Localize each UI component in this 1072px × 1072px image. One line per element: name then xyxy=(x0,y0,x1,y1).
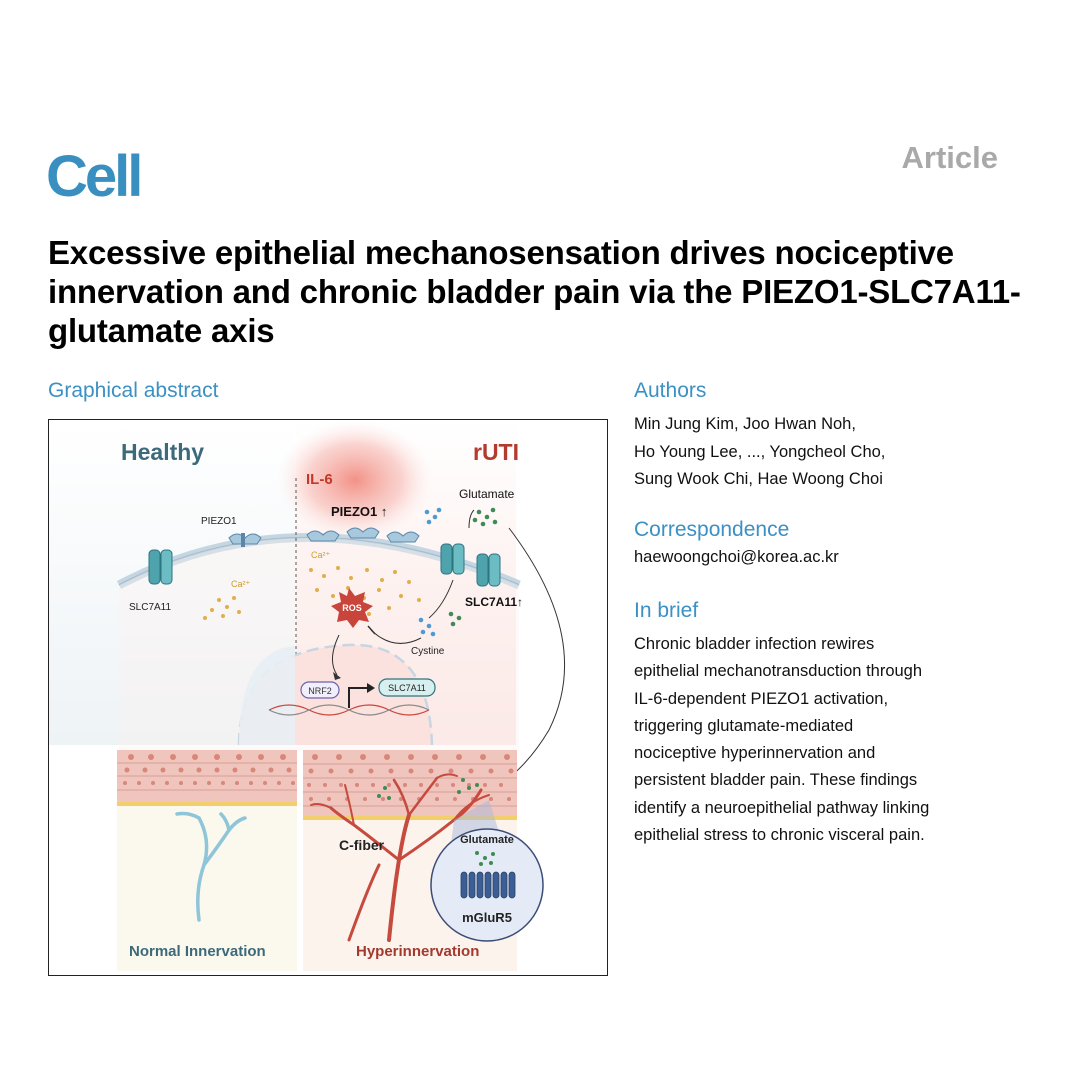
dna-strand xyxy=(268,704,430,716)
svg-text:SLC7A11: SLC7A11 xyxy=(388,683,426,693)
graphical-abstract-svg: Healthy rUTI IL-6 PIEZO1 SLC7A11 Ca²⁺ PI… xyxy=(49,420,565,971)
article-type-label: Article xyxy=(901,140,998,175)
cystine-dots-bottom xyxy=(418,617,436,637)
in-brief-line: Chronic bladder infection rewires xyxy=(634,635,875,653)
piezo1-channel-healthy xyxy=(228,533,262,547)
slc7a11-up-label: SLC7A11↑ xyxy=(465,595,523,609)
journal-logo: Cell xyxy=(46,144,143,209)
il6-label: IL-6 xyxy=(306,471,333,488)
ros-label: ROS xyxy=(342,603,362,613)
in-brief-line: triggering glutamate-mediated xyxy=(634,716,854,735)
glutamate-inset-label: Glutamate xyxy=(460,834,514,846)
c-fiber-nerve xyxy=(310,773,490,942)
cystine-dots-top xyxy=(424,507,442,525)
in-brief-line: identify a neuroepithelial pathway linki… xyxy=(634,798,930,817)
nrf2-box: NRF2 xyxy=(300,681,340,699)
glutamate-label-top: Glutamate xyxy=(459,487,515,501)
ros-to-nrf2-arrow xyxy=(332,634,340,676)
in-brief-line: epithelial mechanotransduction through xyxy=(634,662,923,681)
mglur5-receptor-icon xyxy=(460,871,516,899)
in-brief-heading: In brief xyxy=(634,599,699,622)
graphical-abstract-figure: Healthy rUTI IL-6 PIEZO1 SLC7A11 Ca²⁺ PI… xyxy=(48,419,608,976)
ros-burst: ROS xyxy=(331,588,373,628)
authors-list: Min Jung Kim, Joo Hwan Noh, Ho Young Lee… xyxy=(634,411,1054,494)
in-brief-text: Chronic bladder infection rewires epithe… xyxy=(634,631,1014,849)
piezo1-channels-ruti xyxy=(306,527,420,543)
healthy-nerve-fiber xyxy=(175,811,247,922)
authors-line: Min Jung Kim, Joo Hwan Noh, xyxy=(634,415,856,433)
glutamate-dots-tissue xyxy=(377,778,479,800)
authors-line: Ho Young Lee, ..., Yongcheol Cho, xyxy=(634,442,886,461)
calcium-dots-healthy xyxy=(203,596,241,620)
transcription-arrow xyxy=(348,687,367,708)
article-title: Excessive epithelial mechanosensation dr… xyxy=(48,234,1021,349)
c-fiber-label: C-fiber xyxy=(339,837,385,853)
in-brief-line: IL-6-dependent PIEZO1 activation, xyxy=(634,689,889,708)
epithelium-healthy xyxy=(117,750,297,806)
healthy-label: Healthy xyxy=(121,439,204,465)
il6-glow xyxy=(277,420,433,540)
lamina-healthy xyxy=(117,806,297,971)
in-brief-line: epithelial stress to chronic visceral pa… xyxy=(634,826,925,845)
cystine-label: Cystine xyxy=(411,646,445,657)
slc7a11-transporters-ruti xyxy=(440,543,501,587)
slc7a11-label-healthy: SLC7A11 xyxy=(129,602,172,613)
correspondence-email[interactable]: haewoongchoi@korea.ac.kr xyxy=(634,548,839,566)
graphical-abstract-heading: Graphical abstract xyxy=(48,379,219,402)
calcium-label-healthy: Ca²⁺ xyxy=(231,579,251,589)
piezo1-up-label: PIEZO1 ↑ xyxy=(331,504,387,519)
authors-line: Sung Wook Chi, Hae Woong Choi xyxy=(634,470,883,488)
piezo1-label-healthy: PIEZO1 xyxy=(201,516,237,527)
hyperinnervation-label: Hyperinnervation xyxy=(356,943,479,960)
ruti-label: rUTI xyxy=(473,439,519,465)
mglur5-label: mGluR5 xyxy=(462,910,512,925)
authors-heading: Authors xyxy=(634,379,707,402)
glutamate-dots-intracellular xyxy=(448,611,462,627)
in-brief-line: nociceptive hyperinnervation and xyxy=(634,744,876,763)
slc7a11-transporter-healthy xyxy=(148,549,173,585)
slc7a11-gene-box: SLC7A11 xyxy=(378,678,436,697)
calcium-label-ruti: Ca²⁺ xyxy=(311,550,331,560)
normal-innervation-label: Normal Innervation xyxy=(129,943,266,960)
correspondence-heading: Correspondence xyxy=(634,518,790,541)
glutamate-dots-top xyxy=(472,507,498,527)
mglur5-inset: Glutamate mGluR5 xyxy=(430,828,544,942)
in-brief-line: persistent bladder pain. These findings xyxy=(634,771,918,790)
epithelium-ruti xyxy=(303,750,517,820)
svg-text:NRF2: NRF2 xyxy=(308,686,332,696)
